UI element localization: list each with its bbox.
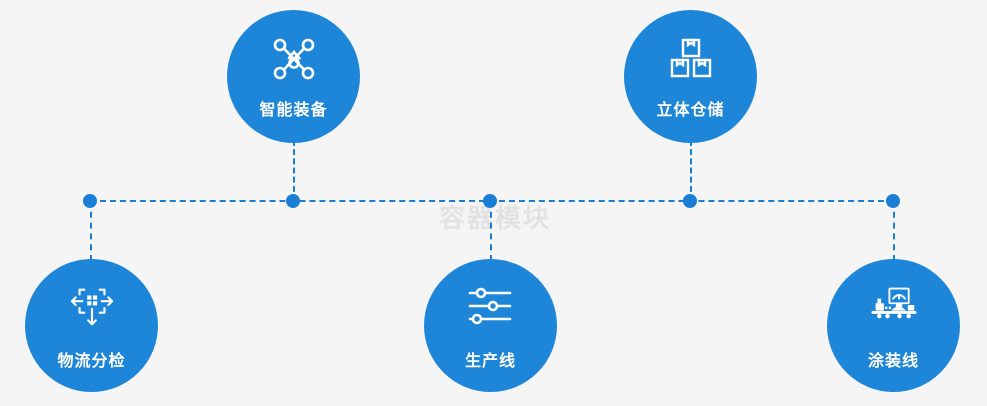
stem-connector-stereoscopic-warehouse <box>690 140 692 201</box>
sorting-arrows-icon <box>69 283 115 329</box>
sliders-icon <box>468 283 514 329</box>
paint-machine-icon <box>870 283 917 329</box>
junction-dot-intelligent-equipment[interactable] <box>286 194 300 208</box>
node-label-stereoscopic-warehouse: 立体仓储 <box>656 102 725 119</box>
node-label-intelligent-equipment: 智能装备 <box>259 102 328 119</box>
node-label-production-line: 生产线 <box>464 353 516 370</box>
node-intelligent-equipment[interactable]: 智能装备 <box>227 10 360 143</box>
stacked-boxes-icon <box>668 36 714 82</box>
junction-dot-painting-line[interactable] <box>886 194 900 208</box>
stem-connector-production-line <box>490 201 492 261</box>
node-label-painting-line: 涂装线 <box>867 353 919 370</box>
junction-dot-logistics-sorting[interactable] <box>83 194 97 208</box>
node-label-logistics-sorting: 物流分检 <box>57 353 126 370</box>
node-production-line[interactable]: 生产线 <box>424 259 557 392</box>
node-stereoscopic-warehouse[interactable]: 立体仓储 <box>624 10 757 143</box>
junction-dot-stereoscopic-warehouse[interactable] <box>683 194 697 208</box>
node-logistics-sorting[interactable]: 物流分检 <box>25 259 158 392</box>
node-painting-line[interactable]: 涂装线 <box>827 259 960 392</box>
junction-dot-production-line[interactable] <box>483 194 497 208</box>
stem-connector-logistics-sorting <box>90 201 92 261</box>
stem-connector-intelligent-equipment <box>293 140 295 201</box>
stem-connector-painting-line <box>893 201 895 261</box>
network-nodes-icon <box>271 36 317 82</box>
